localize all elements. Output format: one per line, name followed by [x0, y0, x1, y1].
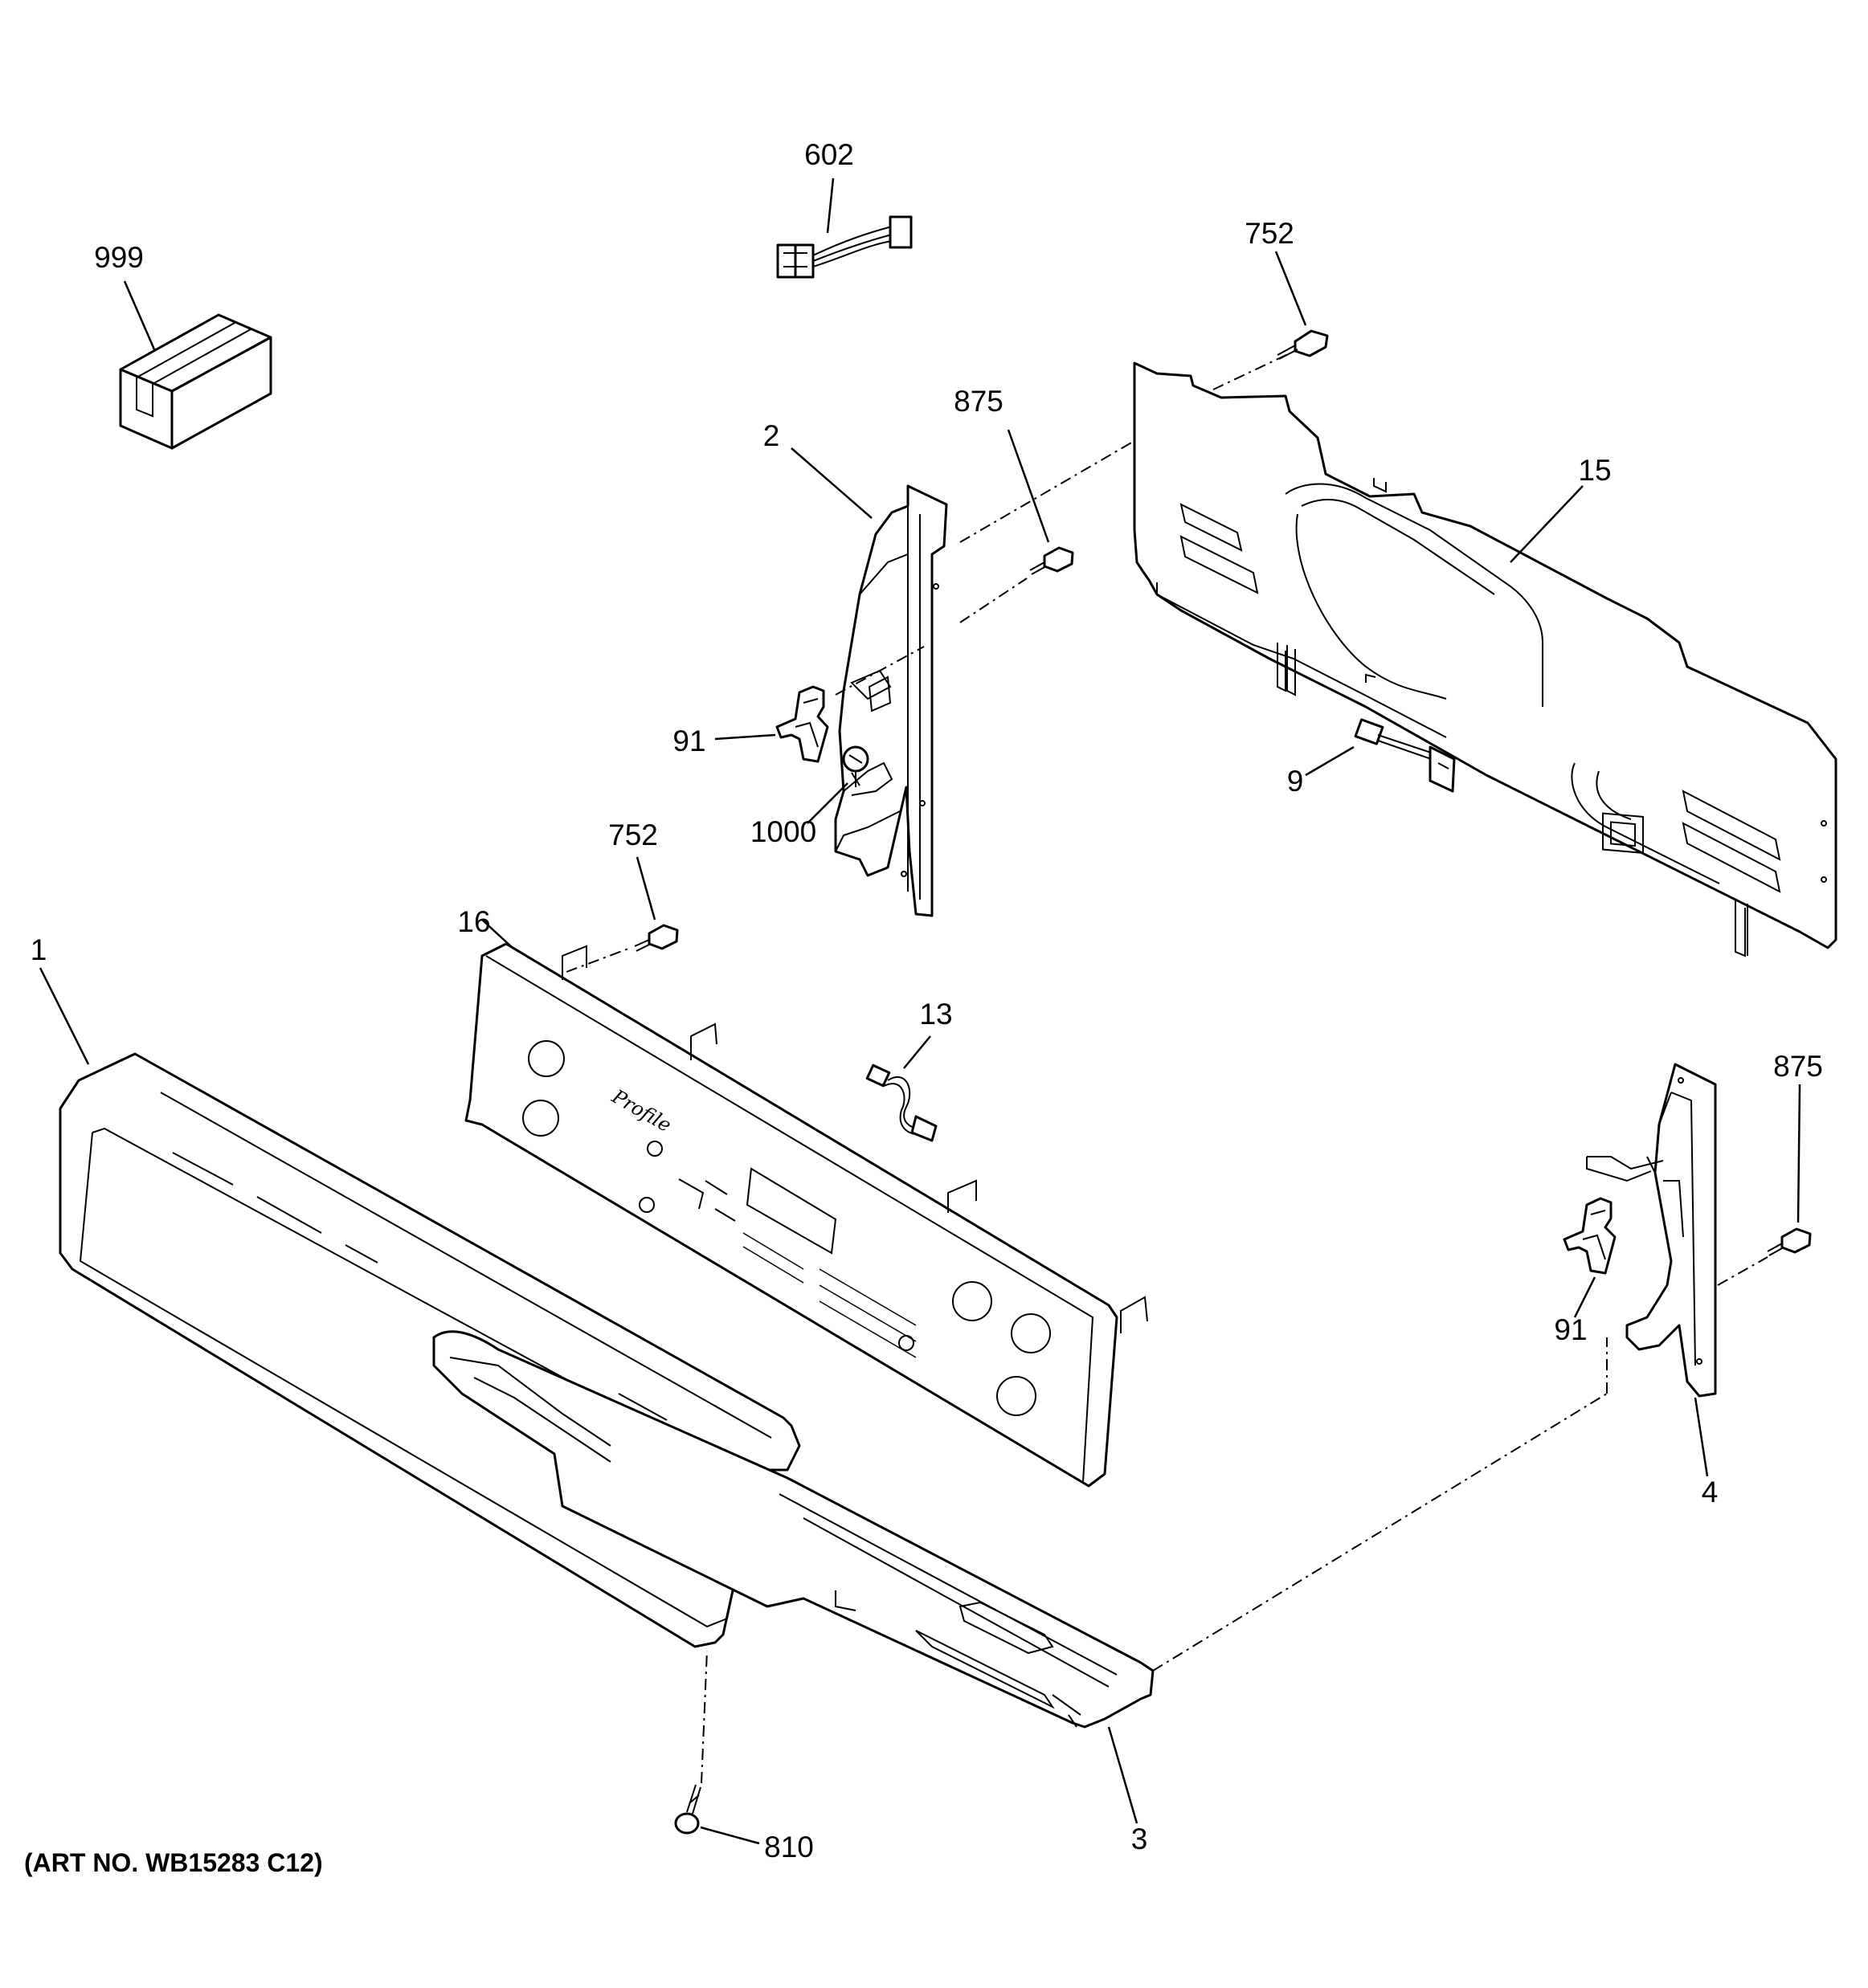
callout-752-top: 752 — [1245, 217, 1294, 250]
dash-875-top-a — [959, 441, 1134, 543]
part-2-left-bracket — [834, 484, 948, 917]
part-16-control-panel: Profile — [464, 942, 1148, 1488]
part-1000-screw — [842, 745, 869, 787]
leader-875-top — [1007, 429, 1050, 543]
leader-752-mid — [636, 856, 656, 921]
callout-15: 15 — [1578, 454, 1611, 487]
dash-3-to-4 — [1152, 1393, 1608, 1672]
part-810-screw — [674, 1784, 701, 1835]
dash-752-mid — [566, 947, 632, 973]
callout-1: 1 — [31, 933, 47, 966]
leader-13 — [903, 1035, 931, 1069]
part-91-clip-right — [1563, 1197, 1617, 1275]
dash-875-right — [1717, 1256, 1768, 1286]
leader-91-right — [1573, 1276, 1596, 1318]
leader-3 — [1107, 1726, 1138, 1824]
part-13-harness — [865, 1063, 938, 1142]
leader-602 — [826, 178, 835, 234]
leader-16 — [481, 919, 513, 949]
part-4-right-bracket — [1586, 1063, 1717, 1398]
leader-752-top — [1274, 251, 1307, 326]
leader-1 — [39, 967, 90, 1065]
callout-4: 4 — [1702, 1476, 1719, 1508]
dash-875-top-b — [959, 578, 1028, 623]
dash-2 — [835, 646, 925, 696]
callout-91-left: 91 — [672, 725, 705, 757]
callout-810: 810 — [764, 1831, 814, 1863]
leader-15 — [1510, 485, 1584, 563]
panel-button-grid — [742, 1232, 917, 1358]
callout-13: 13 — [919, 998, 952, 1031]
callout-752-mid: 752 — [608, 818, 658, 851]
callout-1000: 1000 — [750, 815, 816, 848]
callout-16: 16 — [457, 905, 490, 938]
dash-752-top — [1212, 353, 1290, 390]
callout-9: 9 — [1287, 765, 1304, 798]
part-15-back-panel — [1133, 361, 1837, 957]
leader-4 — [1694, 1397, 1709, 1477]
callout-999: 999 — [94, 241, 144, 274]
callout-875-right: 875 — [1773, 1050, 1823, 1083]
leader-810 — [700, 1826, 760, 1845]
art-number: (ART NO. WB15283 C12) — [24, 1848, 323, 1877]
leader-1000 — [807, 782, 848, 824]
part-752-screw-mid — [634, 924, 679, 952]
leader-875-right — [1796, 1084, 1801, 1223]
leader-91-left — [714, 733, 776, 741]
callout-602: 602 — [804, 138, 854, 171]
leader-9 — [1305, 745, 1355, 777]
part-3-trim-extension — [432, 1330, 1155, 1729]
leader-2 — [791, 447, 873, 519]
part-999-box — [119, 313, 272, 450]
callout-3: 3 — [1131, 1823, 1148, 1855]
dash-810 — [701, 1650, 708, 1784]
part-91-clip-left — [775, 685, 829, 763]
leader-999 — [123, 280, 156, 350]
part-9-harness — [1354, 718, 1456, 793]
part-875-screw-top — [1029, 546, 1074, 575]
callout-2: 2 — [763, 419, 780, 452]
callout-875-top: 875 — [954, 385, 1003, 418]
part-875-screw-right — [1767, 1227, 1812, 1256]
callout-91-right: 91 — [1554, 1313, 1587, 1346]
part-602-harness — [776, 215, 913, 279]
